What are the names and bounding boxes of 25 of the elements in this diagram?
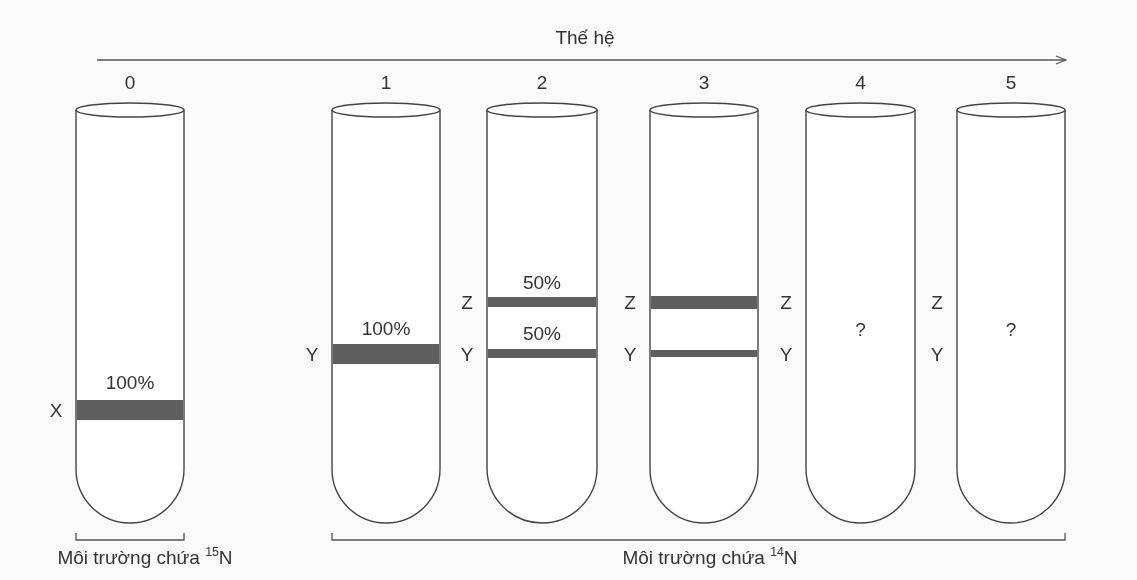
band-letter: Z [780, 292, 792, 312]
band-letter: Z [931, 292, 943, 312]
tube-label: 100% [361, 318, 411, 338]
band-letter: X [49, 400, 63, 420]
band-letter: Z [461, 292, 473, 312]
band-letter: Y [779, 344, 793, 364]
band-letter: Y [460, 344, 474, 364]
generation-number: 4 [855, 72, 866, 92]
generation-number: 2 [536, 72, 548, 92]
band-letter: Y [930, 344, 944, 364]
band-letter: Y [623, 344, 637, 364]
band-letter: Y [305, 344, 319, 364]
bracket-label: Môi trường chứa $^{15}$N [57, 547, 233, 567]
generation-number: 1 [380, 72, 392, 92]
axis-label: Thế hệ [555, 27, 615, 47]
tube-label: 50% [523, 323, 561, 343]
generation-number: 0 [124, 72, 136, 92]
tube-label: ? [1005, 319, 1017, 339]
band-letter: Z [624, 292, 636, 312]
tube-label: 50% [523, 272, 561, 292]
generation-number: 3 [698, 72, 710, 92]
tube-label: ? [855, 319, 866, 339]
tube-label: 100% [105, 372, 155, 392]
generation-number: 5 [1005, 72, 1017, 92]
bracket-label: Môi trường chứa $^{14}$N [622, 547, 798, 567]
